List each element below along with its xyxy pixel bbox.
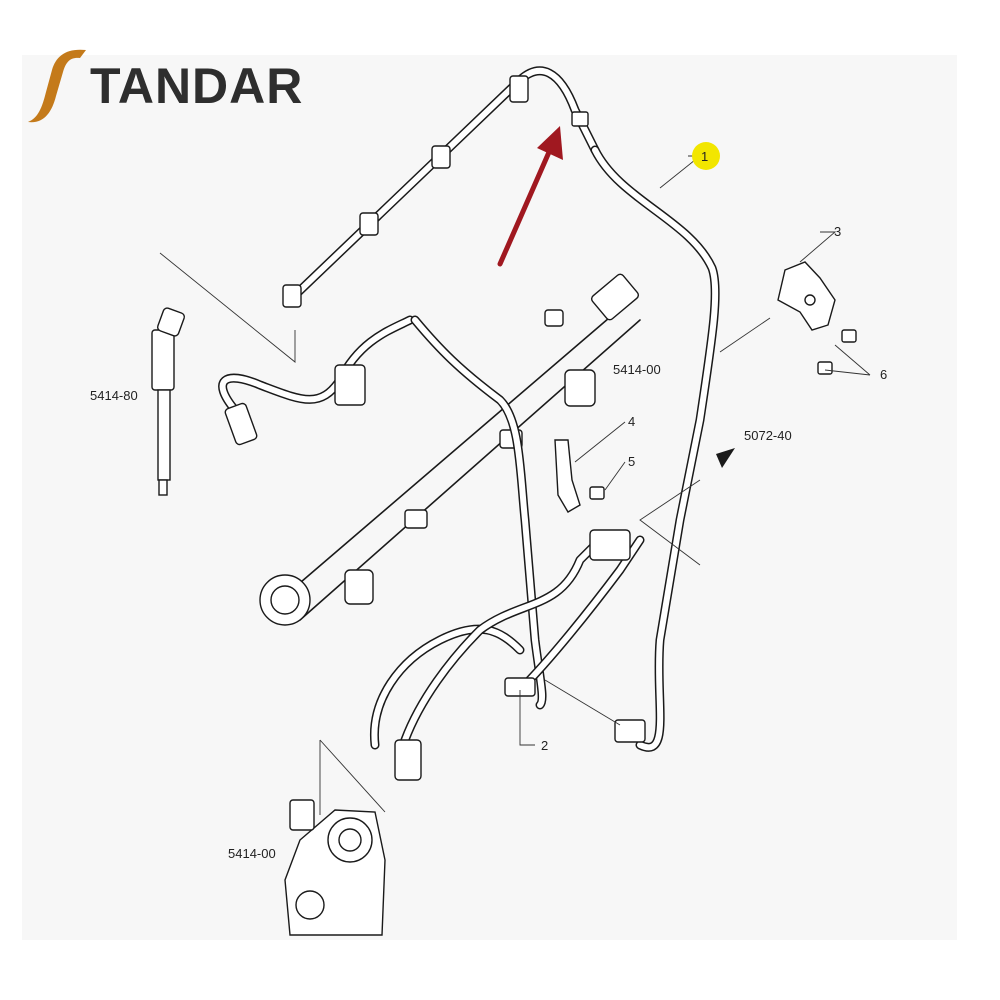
injector [151,307,186,496]
bolt-part-5 [589,486,605,500]
return-pipe-part-1 [590,145,720,752]
bolts-part-6 [817,329,857,375]
ref-injector: 5414-80 [90,388,138,403]
diagram-panel [22,55,957,940]
ref-return-line: 5072-40 [744,428,792,443]
callout-2: 2 [541,738,548,753]
leak-off-rail [282,66,600,308]
highlight-marker [692,142,720,170]
bracket-part-3 [777,261,836,331]
fuel-rail [259,273,641,626]
ref-rail: 5414-00 [613,362,661,377]
callout-4: 4 [628,414,635,429]
callout-1: 1 [701,149,708,164]
logo-text: TANDAR [90,58,303,114]
direction-arrowhead [716,448,735,468]
high-pressure-pipes [218,315,547,710]
high-pressure-pump [284,799,386,936]
ref-pump: 5414-00 [228,846,276,861]
tandar-logo: TANDAR [28,49,303,123]
callout-5: 5 [628,454,635,469]
connector-bottom [614,719,646,743]
lower-hose-assembly [369,529,645,781]
red-indicator-arrow [497,126,563,267]
callout-3: 3 [834,224,841,239]
logo-glyph [28,49,86,123]
callout-6: 6 [880,367,887,382]
bracket-part-4 [554,439,581,513]
